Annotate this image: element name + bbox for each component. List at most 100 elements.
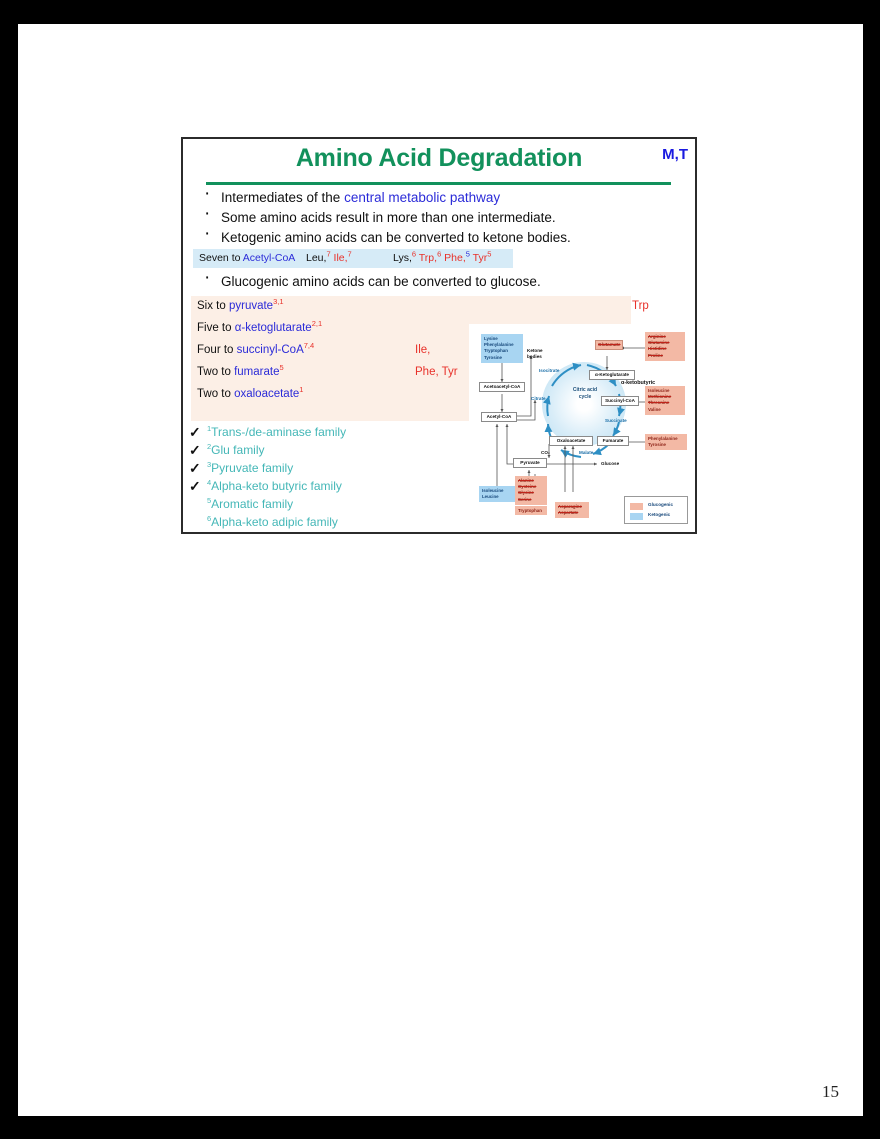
amino-box-glucogenic-alanine: Alanine Cysteine Glycine Serine xyxy=(515,476,547,505)
node-oxaloacetate: Oxaloacetate xyxy=(549,436,593,446)
label-isocitrate: Isocitrate xyxy=(539,368,560,373)
family-item: 7Branched-chain family xyxy=(189,531,459,534)
acetyl-coa-strip: Seven to Acetyl-CoA Leu,7 Ile,7 Lys,6 Tr… xyxy=(193,249,513,268)
amino-acid-line: Tyrosine xyxy=(648,441,666,447)
amino-box-glucogenic-arginine: Arginine Glutamine Histidine Proline xyxy=(645,332,685,361)
amino-acid-line: Lysine xyxy=(484,335,498,341)
label-alpha-ketobutyric: α-ketobutyric xyxy=(621,380,656,386)
glucogenic-superscript: 5 xyxy=(279,363,284,373)
amino-acid-token: Leu, xyxy=(306,252,327,264)
glucogenic-col-a: Ile, xyxy=(415,344,431,356)
legend-swatch-ketogenic xyxy=(630,513,643,520)
family-superscript: 7 xyxy=(207,532,211,534)
amino-acid-line: Phenylalanine xyxy=(648,435,678,441)
glucogenic-col-a: Phe, Tyr xyxy=(415,366,458,378)
amino-acid-line: Methionine xyxy=(648,393,672,399)
slide-badge: M,T xyxy=(662,146,688,163)
check-icon: ✓ xyxy=(189,460,201,476)
amino-acid-line: Cysteine xyxy=(518,483,537,489)
amino-acid-line: Isoleucine xyxy=(648,387,670,393)
bullet-item: Some amino acids result in more than one… xyxy=(195,204,690,227)
amino-box-glucogenic-phenylalanine: Phenylalanine Tyrosine xyxy=(645,434,687,450)
amino-acid-line: Tryptophan xyxy=(518,507,542,513)
metabolic-pathway-diagram: Citric acid cycle Acetoacetyl-CoA Acetyl… xyxy=(469,324,693,532)
amino-acid-line: Tryptophan xyxy=(484,348,508,354)
glucogenic-superscript: 2,1 xyxy=(311,319,323,329)
acetyl-strip-group-1: Leu,7 Ile,7 xyxy=(306,249,352,268)
amino-acid-line: Phenylalanine xyxy=(484,341,514,347)
family-superscript: 3 xyxy=(207,460,212,469)
family-label: Aromatic family xyxy=(211,497,294,511)
check-icon: ✓ xyxy=(189,478,201,494)
legend-swatch-glucogenic xyxy=(630,503,643,510)
amino-box-ketogenic-bottom: Isoleucine Leucine xyxy=(479,486,515,502)
amino-acid-superscript: 7 xyxy=(347,249,352,259)
glucogenic-destination: succinyl-CoA xyxy=(236,344,304,356)
amino-acid-line: Asparagine xyxy=(558,503,582,509)
title-divider xyxy=(206,182,671,185)
presentation-slide: Amino Acid Degradation M,T Intermediates… xyxy=(181,137,697,534)
check-icon: ✓ xyxy=(189,442,201,458)
glucogenic-destination: pyruvate xyxy=(228,300,274,312)
bullet-text-pre: Ketogenic amino acids can be converted t… xyxy=(221,230,571,245)
glucogenic-row: Two to oxaloacetate1 xyxy=(197,385,304,400)
amino-acid-line: Serine xyxy=(518,496,532,502)
amino-acid-superscript: 7 xyxy=(326,249,331,259)
amino-acid-superscript: 5 xyxy=(487,249,492,259)
family-superscript: 5 xyxy=(207,496,212,505)
label-citrate: Citrate xyxy=(531,396,546,401)
node-acetyl-coa: Acetyl-CoA xyxy=(481,412,517,422)
amino-acid-line: Tyrosine xyxy=(484,354,502,360)
glucogenic-count: Four to xyxy=(197,344,237,356)
legend-label-ketogenic: Ketogenic xyxy=(648,512,671,517)
node-fumarate: Fumarate xyxy=(597,436,629,446)
amino-acid-superscript: 6 xyxy=(411,249,417,259)
glucogenic-row: Five to α-ketoglutarate2,1 xyxy=(197,319,323,334)
acetyl-strip-label: Seven to Acetyl-CoA xyxy=(199,249,295,268)
family-item: ✓ 2Glu family xyxy=(189,441,459,459)
amino-acid-token: Lys, xyxy=(393,252,412,264)
acetyl-strip-destination: Acetyl-CoA xyxy=(242,252,296,264)
family-item: 6Alpha-keto adipic family xyxy=(189,513,459,531)
bullet-text-highlight: central metabolic pathway xyxy=(344,190,501,205)
glucogenic-superscript: 3,1 xyxy=(273,297,284,307)
page-number: 15 xyxy=(822,1082,839,1101)
node-glutamate-label: Glutamate xyxy=(598,342,621,347)
node-pyruvate: Pyruvate xyxy=(513,458,547,468)
family-label: Glu family xyxy=(211,443,265,457)
amino-acid-token: Ile, xyxy=(333,252,348,264)
label-malate: Malate xyxy=(579,450,594,455)
family-superscript: 6 xyxy=(207,514,212,523)
family-label: Pyruvate family xyxy=(211,461,294,475)
glucogenic-count: Two to xyxy=(197,388,235,400)
glucogenic-destination: oxaloacetate xyxy=(234,388,300,400)
legend-label-glucogenic: Glucogenic xyxy=(648,502,674,507)
label-succinate: Succinate xyxy=(605,418,627,423)
amino-acid-line: Histidine xyxy=(648,346,667,352)
acetyl-strip-prefix: Seven to xyxy=(199,252,243,264)
diagram-legend: Glucogenic Ketogenic xyxy=(624,496,688,524)
cycle-center-label: Citric acid cycle xyxy=(572,387,598,400)
amino-acid-line: Aspartate xyxy=(558,509,579,515)
amino-acid-line: Isoleucine xyxy=(482,487,504,493)
amino-acid-token: Phe, xyxy=(444,252,466,264)
family-label: Branched-chain family xyxy=(211,533,330,534)
glucogenic-superscript: 1 xyxy=(299,385,304,395)
page-title: Amino Acid Degradation xyxy=(295,144,583,172)
amino-box-ketogenic-top: Lysine Phenylalanine Tryptophan Tyrosine xyxy=(481,334,523,363)
label-glucose: Glucose xyxy=(601,461,620,466)
family-superscript: 2 xyxy=(207,442,212,451)
family-label: Alpha-keto adipic family xyxy=(211,515,338,529)
family-list: ✓1Trans-/de-aminase family ✓2Glu family … xyxy=(189,423,459,534)
glucogenic-count: Five to xyxy=(197,322,235,334)
glucogenic-destination: fumarate xyxy=(234,366,280,378)
bullet-item: Intermediates of the central metabolic p… xyxy=(195,184,690,207)
amino-acid-line: Alanine xyxy=(518,477,534,483)
family-superscript: 4 xyxy=(207,478,212,487)
acetyl-strip-group-2: Lys,6 Trp,6 Phe,5 Tyr5 xyxy=(393,249,491,268)
amino-acid-line: Arginine xyxy=(648,333,666,339)
label-ketone-bodies: Ketone bodies xyxy=(527,348,543,359)
